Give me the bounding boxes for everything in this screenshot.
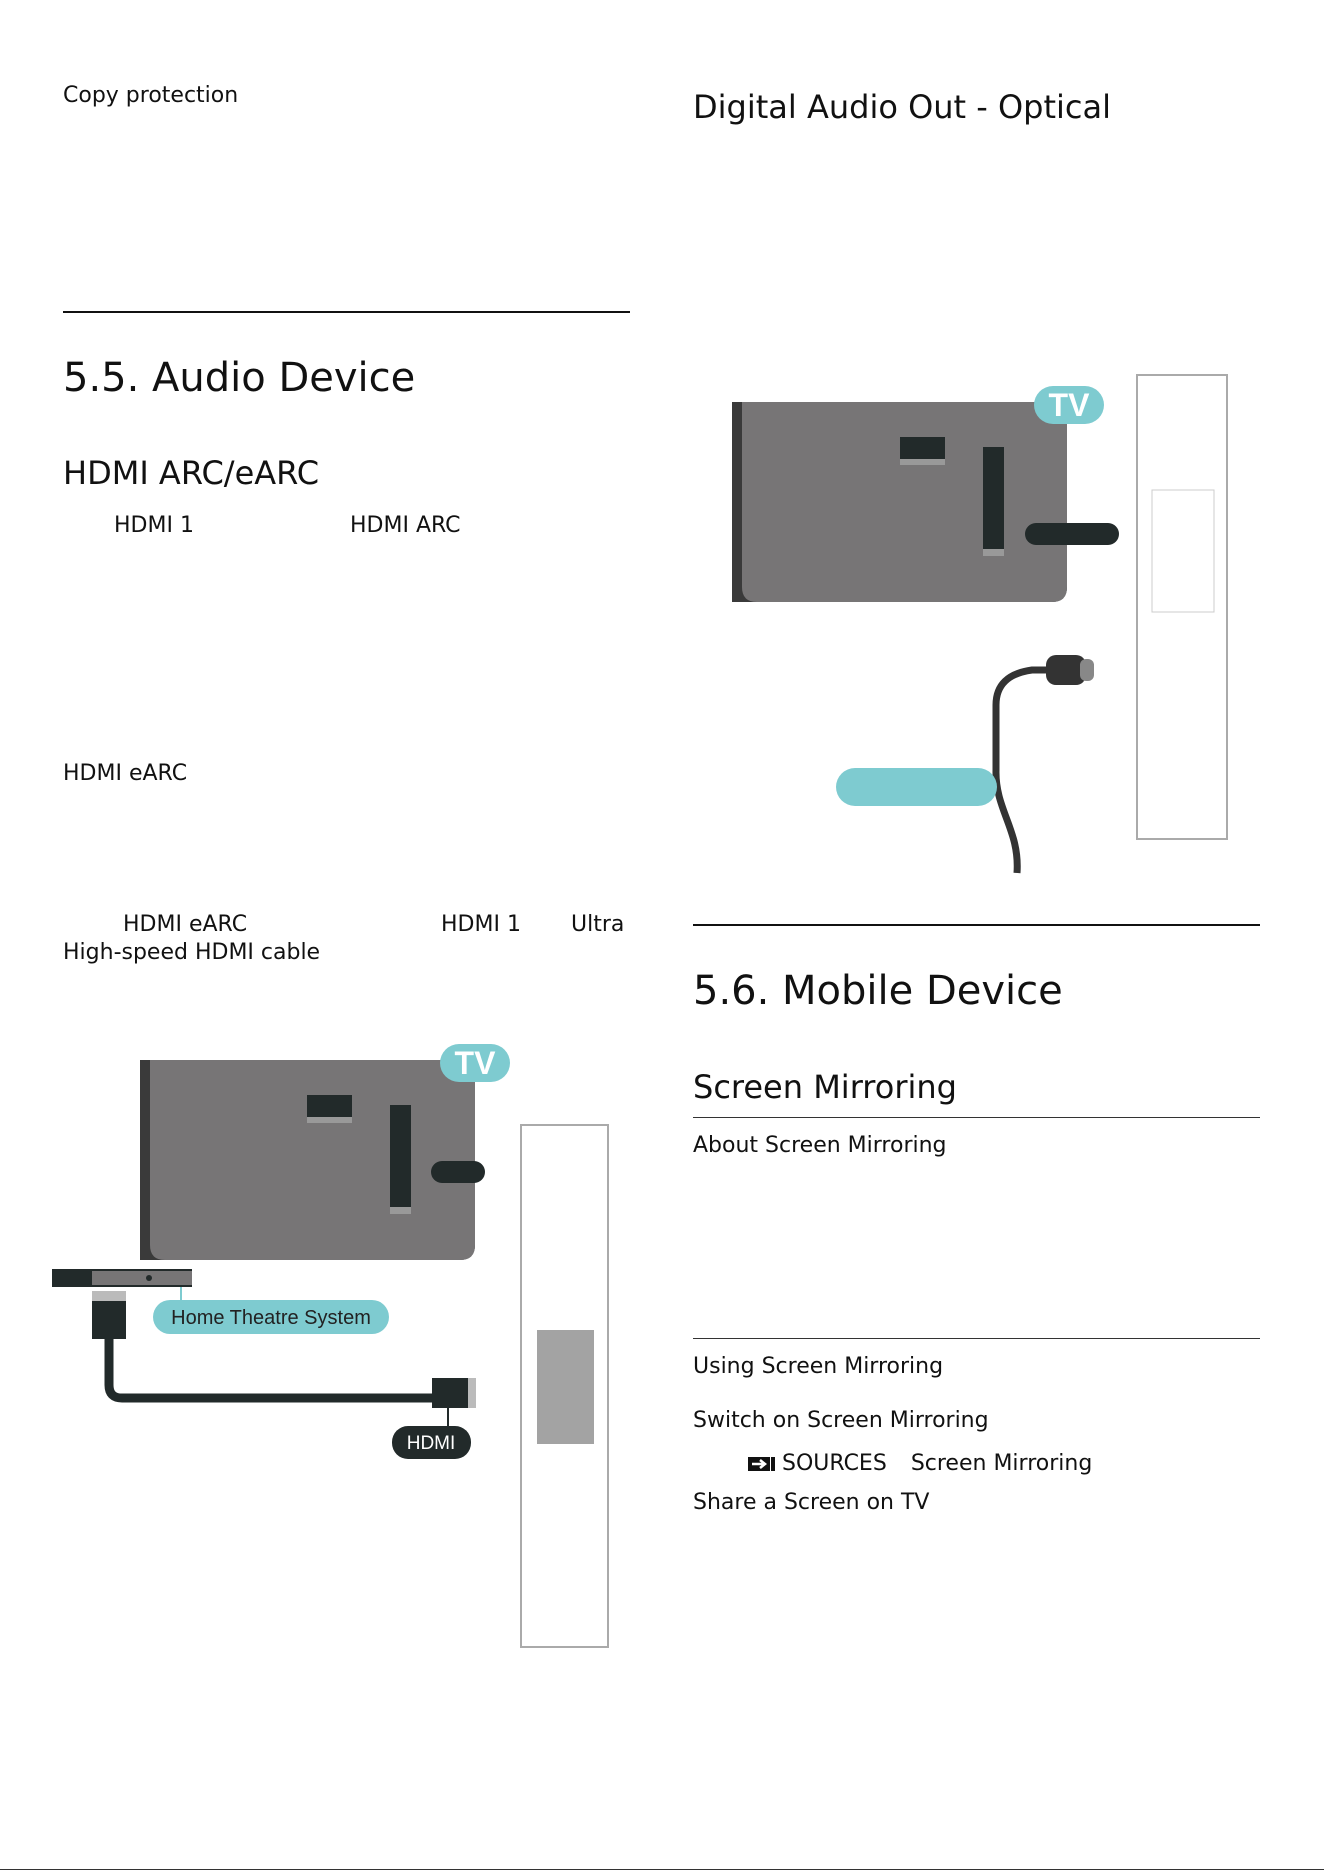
hdmi-plug [432, 1378, 468, 1408]
section-divider [693, 924, 1260, 926]
optical-cable [992, 666, 1050, 874]
subsection-divider [693, 1338, 1260, 1339]
section-title-audio-device: 5.5. Audio Device [63, 355, 416, 401]
copy-protection-label: Copy protection [63, 83, 239, 108]
sources-target: Screen Mirroring [910, 1451, 1093, 1476]
hdmi-earc-diagram: TV Home Theatre System HDMI [52, 1044, 609, 1648]
heading-underline [693, 1117, 1260, 1118]
subheading-about-mirroring: About Screen Mirroring [693, 1133, 947, 1158]
heading-screen-mirroring: Screen Mirroring [693, 1068, 957, 1106]
tv-slot [983, 447, 1004, 549]
section-title-mobile-device: 5.6. Mobile Device [693, 968, 1063, 1014]
tv-port [307, 1095, 352, 1117]
home-theatre-label-pill [153, 1300, 389, 1334]
home-theatre-label: Home Theatre System [171, 1307, 371, 1329]
heading-hdmi-earc: HDMI eARC [63, 761, 188, 786]
optical-plug [1046, 655, 1086, 685]
subheading-switch-on: Switch on Screen Mirroring [693, 1408, 989, 1433]
tv-port [900, 437, 945, 459]
heading-hdmi-arc-earc: HDMI ARC/eARC [63, 454, 320, 492]
home-theatre-bar-front [92, 1271, 192, 1285]
tv-badge-text: TV [1049, 387, 1091, 423]
hdmi-badge-text: HDMI [407, 1433, 456, 1454]
tv-back [150, 1060, 475, 1260]
optical-diagram: TV [732, 374, 1228, 874]
wall-outline [1151, 489, 1215, 613]
text-hdmi-earc: HDMI eARC [123, 912, 248, 937]
tv-badge [440, 1044, 510, 1082]
tv-back [742, 402, 1067, 602]
tv-port-edge [900, 459, 945, 465]
home-theatre-led [146, 1275, 152, 1281]
text-arc-hdmi1: HDMI 1 [114, 513, 194, 538]
wall-device [537, 1330, 594, 1444]
text-high-speed-cable: High-speed HDMI cable [63, 940, 321, 965]
sources-label: SOURCES [782, 1451, 887, 1476]
optical-plug-tip [1080, 659, 1094, 681]
hdmi-badge [392, 1426, 471, 1459]
hdmi-cable [104, 1339, 435, 1403]
plug-tip [92, 1291, 126, 1301]
heading-digital-audio-optical: Digital Audio Out - Optical [693, 88, 1112, 126]
subheading-using-mirroring: Using Screen Mirroring [693, 1354, 944, 1379]
sources-icon [748, 1456, 775, 1471]
text-earc-hdmi1: HDMI 1 [441, 912, 521, 937]
sources-instruction: SOURCES Screen Mirroring [748, 1451, 1092, 1476]
text-ultra: Ultra [571, 912, 625, 937]
page-bottom-edge [0, 1869, 1324, 1870]
device-label-pill [836, 768, 997, 806]
tv-badge [1034, 386, 1104, 424]
tv-stand-arm [431, 1161, 485, 1183]
tv-slot-edge [983, 549, 1004, 556]
tv-badge-text: TV [455, 1045, 497, 1081]
tv-port-edge [307, 1117, 352, 1123]
tv-hdmi-slot [390, 1105, 411, 1207]
hdmi-plug-tip [468, 1378, 476, 1408]
section-divider [63, 311, 630, 313]
tv-stand-arm [1025, 523, 1119, 545]
text-hdmi-arc: HDMI ARC [350, 513, 461, 538]
subheading-share-screen: Share a Screen on TV [693, 1490, 930, 1515]
plug-body [92, 1301, 126, 1339]
tv-slot-edge [390, 1207, 411, 1214]
